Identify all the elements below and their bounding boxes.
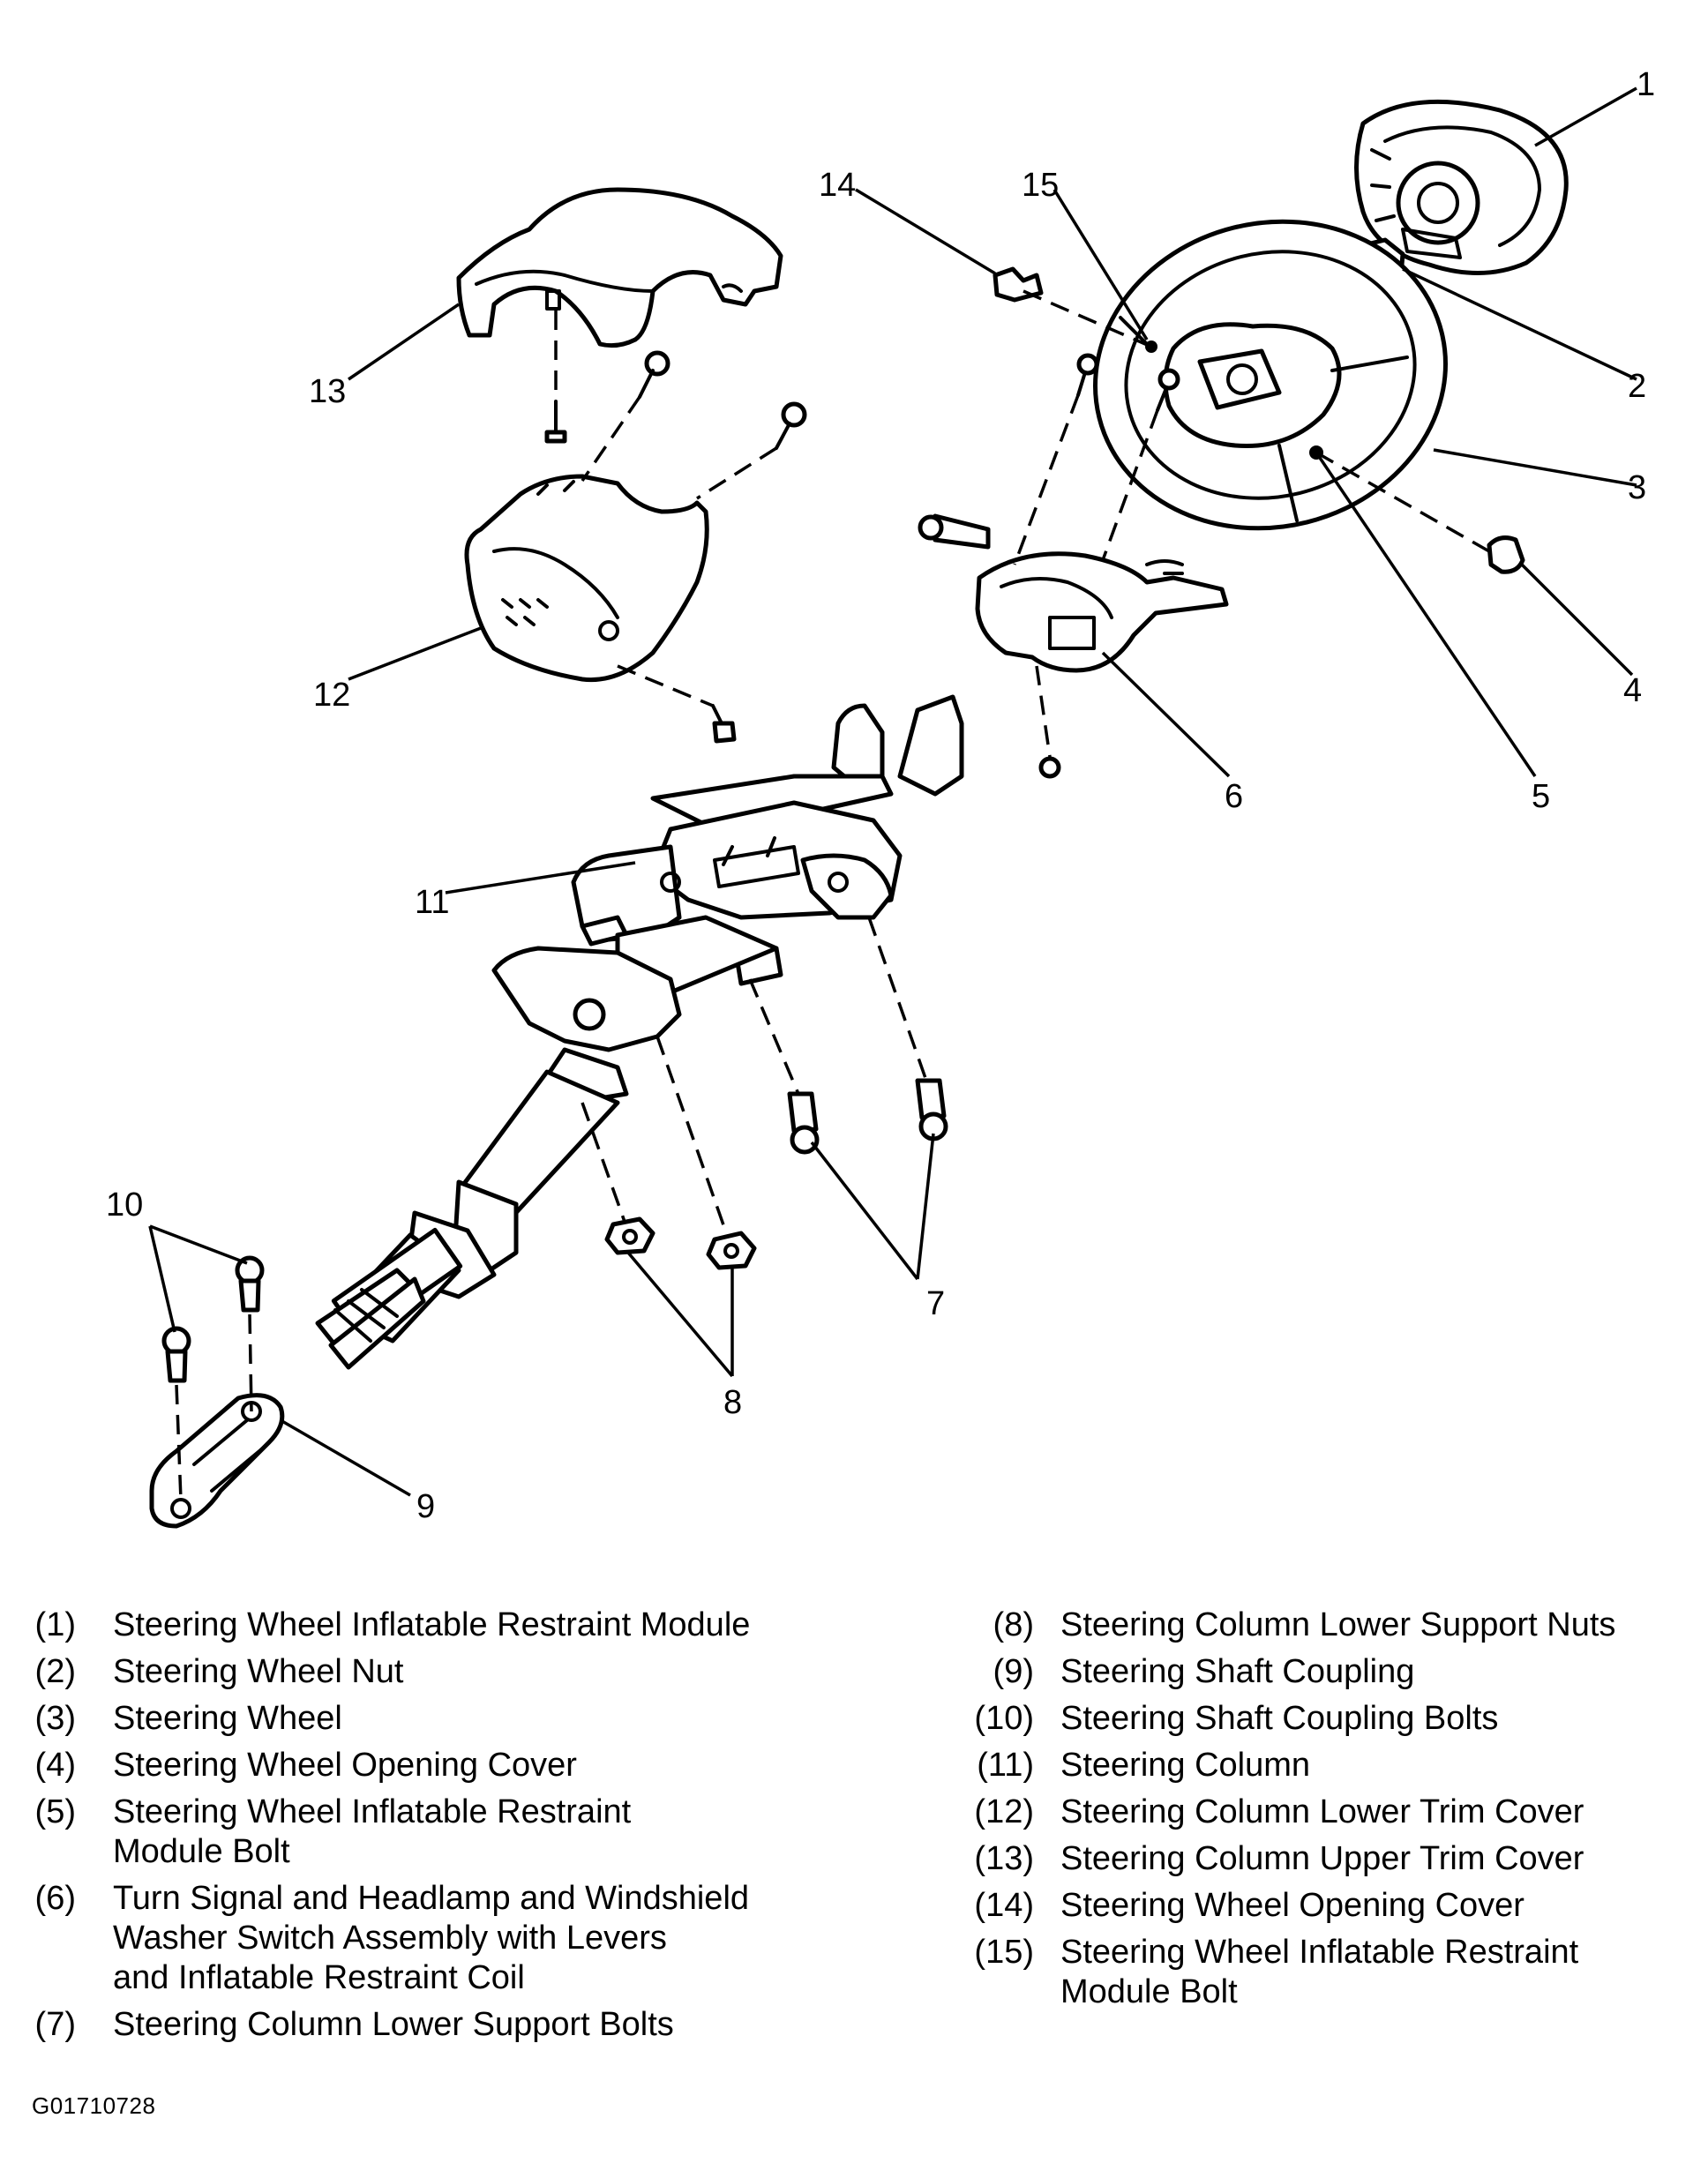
- legend-number: (5): [34, 1793, 76, 1830]
- legend-item: (15) Steering Wheel Inflatable Restraint …: [970, 1933, 1676, 2012]
- legend-label: Steering Wheel Opening Cover: [1060, 1887, 1524, 1924]
- legend-item: (6) Turn Signal and Headlamp and Windshie…: [32, 1879, 826, 1998]
- legend-number: (12): [974, 1793, 1034, 1830]
- legend-item: (3) Steering Wheel: [32, 1699, 826, 1739]
- legend-item: (4) Steering Wheel Opening Cover: [32, 1746, 826, 1785]
- part-lower-support-bolts: [787, 1078, 948, 1155]
- legend-label: Steering Wheel Nut: [113, 1653, 404, 1690]
- callout-numbers: 1 2 3 4 5 6 7 8 9 10 11 12 13 14 15: [106, 66, 1655, 1525]
- callout-13: 13: [309, 373, 346, 410]
- callout-8: 8: [723, 1384, 742, 1421]
- legend-item: (9) Steering Shaft Coupling: [970, 1652, 1676, 1692]
- callout-14: 14: [819, 167, 856, 204]
- legend-label: Steering Wheel: [113, 1700, 342, 1737]
- legend-item: (13) Steering Column Upper Trim Cover: [970, 1839, 1676, 1879]
- legend-label: Steering Column Upper Trim Cover: [1060, 1840, 1584, 1877]
- legend-label: Turn Signal and Headlamp and Windshield …: [113, 1880, 750, 1996]
- legend-label: Steering Wheel Inflatable Restraint Modu…: [113, 1793, 632, 1870]
- callout-11: 11: [415, 884, 449, 921]
- callout-4: 4: [1623, 672, 1642, 709]
- legend-item: (2) Steering Wheel Nut: [32, 1652, 826, 1692]
- legend-item: (12) Steering Column Lower Trim Cover: [970, 1793, 1676, 1832]
- legend-number: (15): [974, 1934, 1034, 1971]
- legend-number: (8): [993, 1606, 1034, 1643]
- callout-1: 1: [1637, 66, 1655, 103]
- legend-label: Steering Column: [1060, 1747, 1311, 1784]
- legend-label: Steering Column Lower Support Bolts: [113, 2006, 674, 2043]
- legend-label: Steering Shaft Coupling Bolts: [1060, 1700, 1499, 1737]
- part-upper-trim-cover: [456, 187, 783, 348]
- part-lower-support-nuts: [604, 1216, 757, 1270]
- legend-number: (3): [34, 1700, 76, 1737]
- legend-item: (11) Steering Column: [970, 1746, 1676, 1785]
- callout-3: 3: [1628, 469, 1646, 506]
- part-opening-cover-right: [1487, 535, 1525, 574]
- part-steering-column: [315, 694, 964, 1370]
- legend-number: (9): [993, 1653, 1034, 1690]
- legend-number: (13): [974, 1840, 1034, 1877]
- legend-item: (5) Steering Wheel Inflatable Restraint M…: [32, 1793, 826, 1872]
- trim-cover-fasteners: [544, 350, 807, 744]
- assembly-dashed-lines: [175, 289, 1490, 1501]
- callout-15: 15: [1022, 167, 1059, 204]
- legend-label: Steering Column Lower Trim Cover: [1060, 1793, 1584, 1830]
- legend-number: (14): [974, 1887, 1034, 1924]
- legend-item: (10) Steering Shaft Coupling Bolts: [970, 1699, 1676, 1739]
- legend-label: Steering Wheel Opening Cover: [113, 1747, 577, 1784]
- callout-9: 9: [416, 1488, 435, 1525]
- legend-number: (11): [977, 1747, 1034, 1784]
- part-restraint-module: [1354, 99, 1569, 276]
- legend-label: Steering Wheel Inflatable Restraint Modu…: [1060, 1934, 1579, 2010]
- legend-number: (10): [974, 1700, 1034, 1737]
- part-steering-wheel: [1093, 219, 1448, 531]
- legend-item: (8) Steering Column Lower Support Nuts: [970, 1605, 1676, 1645]
- exploded-steering-column-diagram: 1 2 3 4 5 6 7 8 9 10 11 12 13 14 15: [106, 66, 1655, 1529]
- legend-label: Steering Wheel Inflatable Restraint Modu…: [113, 1606, 751, 1643]
- callout-2: 2: [1628, 368, 1646, 405]
- legend-number: (7): [34, 2006, 76, 2043]
- part-coupling-bolts: [161, 1255, 265, 1383]
- legend-label: Steering Shaft Coupling: [1060, 1653, 1415, 1690]
- part-lower-trim-cover: [464, 474, 709, 683]
- legend-item: (1) Steering Wheel Inflatable Restraint M…: [32, 1605, 826, 1645]
- callout-10: 10: [106, 1186, 143, 1224]
- part-shaft-coupling: [149, 1393, 285, 1529]
- legend-item: (7) Steering Column Lower Support Bolts: [32, 2005, 826, 2045]
- part-switch-assembly: [918, 353, 1229, 779]
- legend-item: (14) Steering Wheel Opening Cover: [970, 1886, 1676, 1926]
- leader-lines: [148, 86, 1637, 1497]
- legend-left-column: (1) Steering Wheel Inflatable Restraint M…: [32, 1605, 826, 2052]
- legend-number: (4): [34, 1747, 76, 1784]
- legend-number: (1): [34, 1606, 76, 1643]
- callout-7: 7: [926, 1285, 945, 1322]
- legend-number: (6): [34, 1880, 76, 1917]
- figure-code: G01710728: [32, 2092, 156, 2119]
- legend-number: (2): [34, 1653, 76, 1690]
- part-module-bolt-left: [1145, 341, 1157, 353]
- legend-right-column: (8) Steering Column Lower Support Nuts (9)…: [970, 1605, 1676, 2019]
- callout-12: 12: [313, 677, 350, 714]
- legend-label: Steering Column Lower Support Nuts: [1060, 1606, 1616, 1643]
- callout-5: 5: [1532, 778, 1550, 815]
- callout-6: 6: [1225, 778, 1243, 815]
